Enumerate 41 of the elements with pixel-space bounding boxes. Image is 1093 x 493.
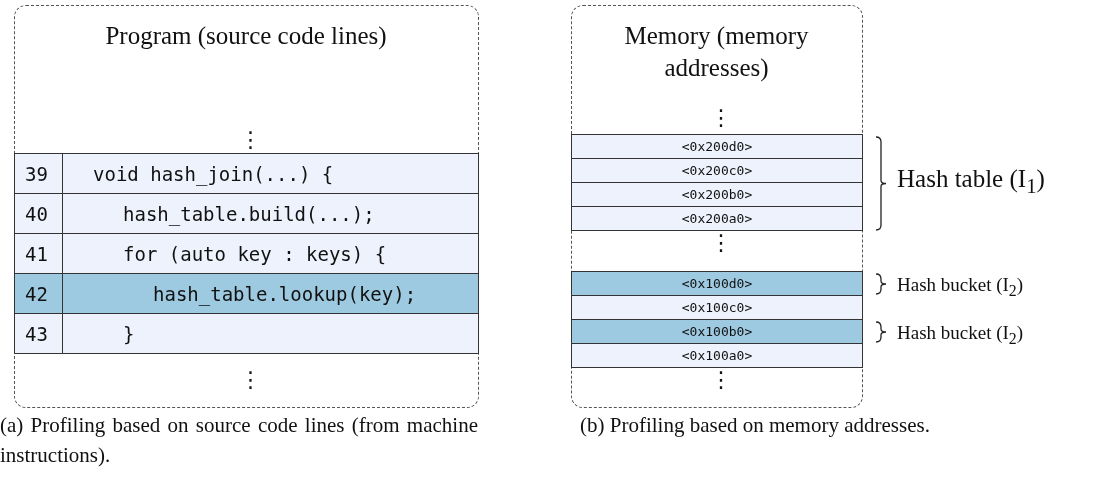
- table-row: [571, 295, 863, 320]
- figure-caption: (b) Profiling based on memory addresses.: [580, 412, 931, 439]
- dashed-panel: [14, 5, 479, 408]
- table-row: [571, 271, 863, 296]
- bracket-label: Hash table (I$_{1}$): [897, 165, 1045, 199]
- code-line: for (auto key : keys) {: [123, 242, 387, 265]
- bracket-label: Hash bucket (I$_{2}$): [897, 322, 1024, 348]
- table-row: [14, 193, 479, 234]
- line-number: 43: [15, 314, 63, 353]
- table-row: [571, 134, 863, 159]
- table-row: [14, 273, 479, 314]
- memory-address: <0x200c0>: [680, 163, 754, 178]
- figure-caption: (a) Profiling based on source code lines (from machine instructions).: [0, 412, 478, 469]
- code-line: hash_table.lookup(key);: [153, 282, 417, 305]
- panel-heading: Program (source code lines): [104, 21, 388, 52]
- ellipsis: ⋮: [710, 106, 724, 130]
- dashed-panel: [571, 5, 863, 408]
- memory-address: <0x100b0>: [680, 324, 754, 339]
- ellipsis: ⋮: [710, 368, 724, 392]
- table-row: [571, 206, 863, 231]
- code-line: }: [123, 322, 135, 345]
- ellipsis: ⋮: [239, 128, 254, 152]
- table-row: [571, 319, 863, 344]
- panel-heading: Memory (memory addresses): [623, 21, 810, 84]
- table-row: [14, 313, 479, 354]
- memory-address: <0x100d0>: [680, 276, 754, 291]
- table-row: [14, 153, 479, 194]
- table-row: [14, 233, 479, 274]
- memory-address: <0x100c0>: [680, 300, 754, 315]
- table-row: [571, 182, 863, 207]
- code-line: hash_table.build(...);: [123, 202, 375, 225]
- table-row: [571, 158, 863, 183]
- ellipsis: ⋮: [239, 368, 254, 392]
- table-row: [571, 343, 863, 368]
- memory-address: <0x100a0>: [680, 348, 754, 363]
- memory-address: <0x200a0>: [680, 211, 754, 226]
- ellipsis: ⋮: [710, 231, 724, 255]
- code-line: void hash_join(...) {: [93, 162, 334, 185]
- memory-address: <0x200b0>: [680, 187, 754, 202]
- memory-address: <0x200d0>: [680, 139, 754, 154]
- bracket-label: Hash bucket (I$_{2}$): [897, 274, 1024, 300]
